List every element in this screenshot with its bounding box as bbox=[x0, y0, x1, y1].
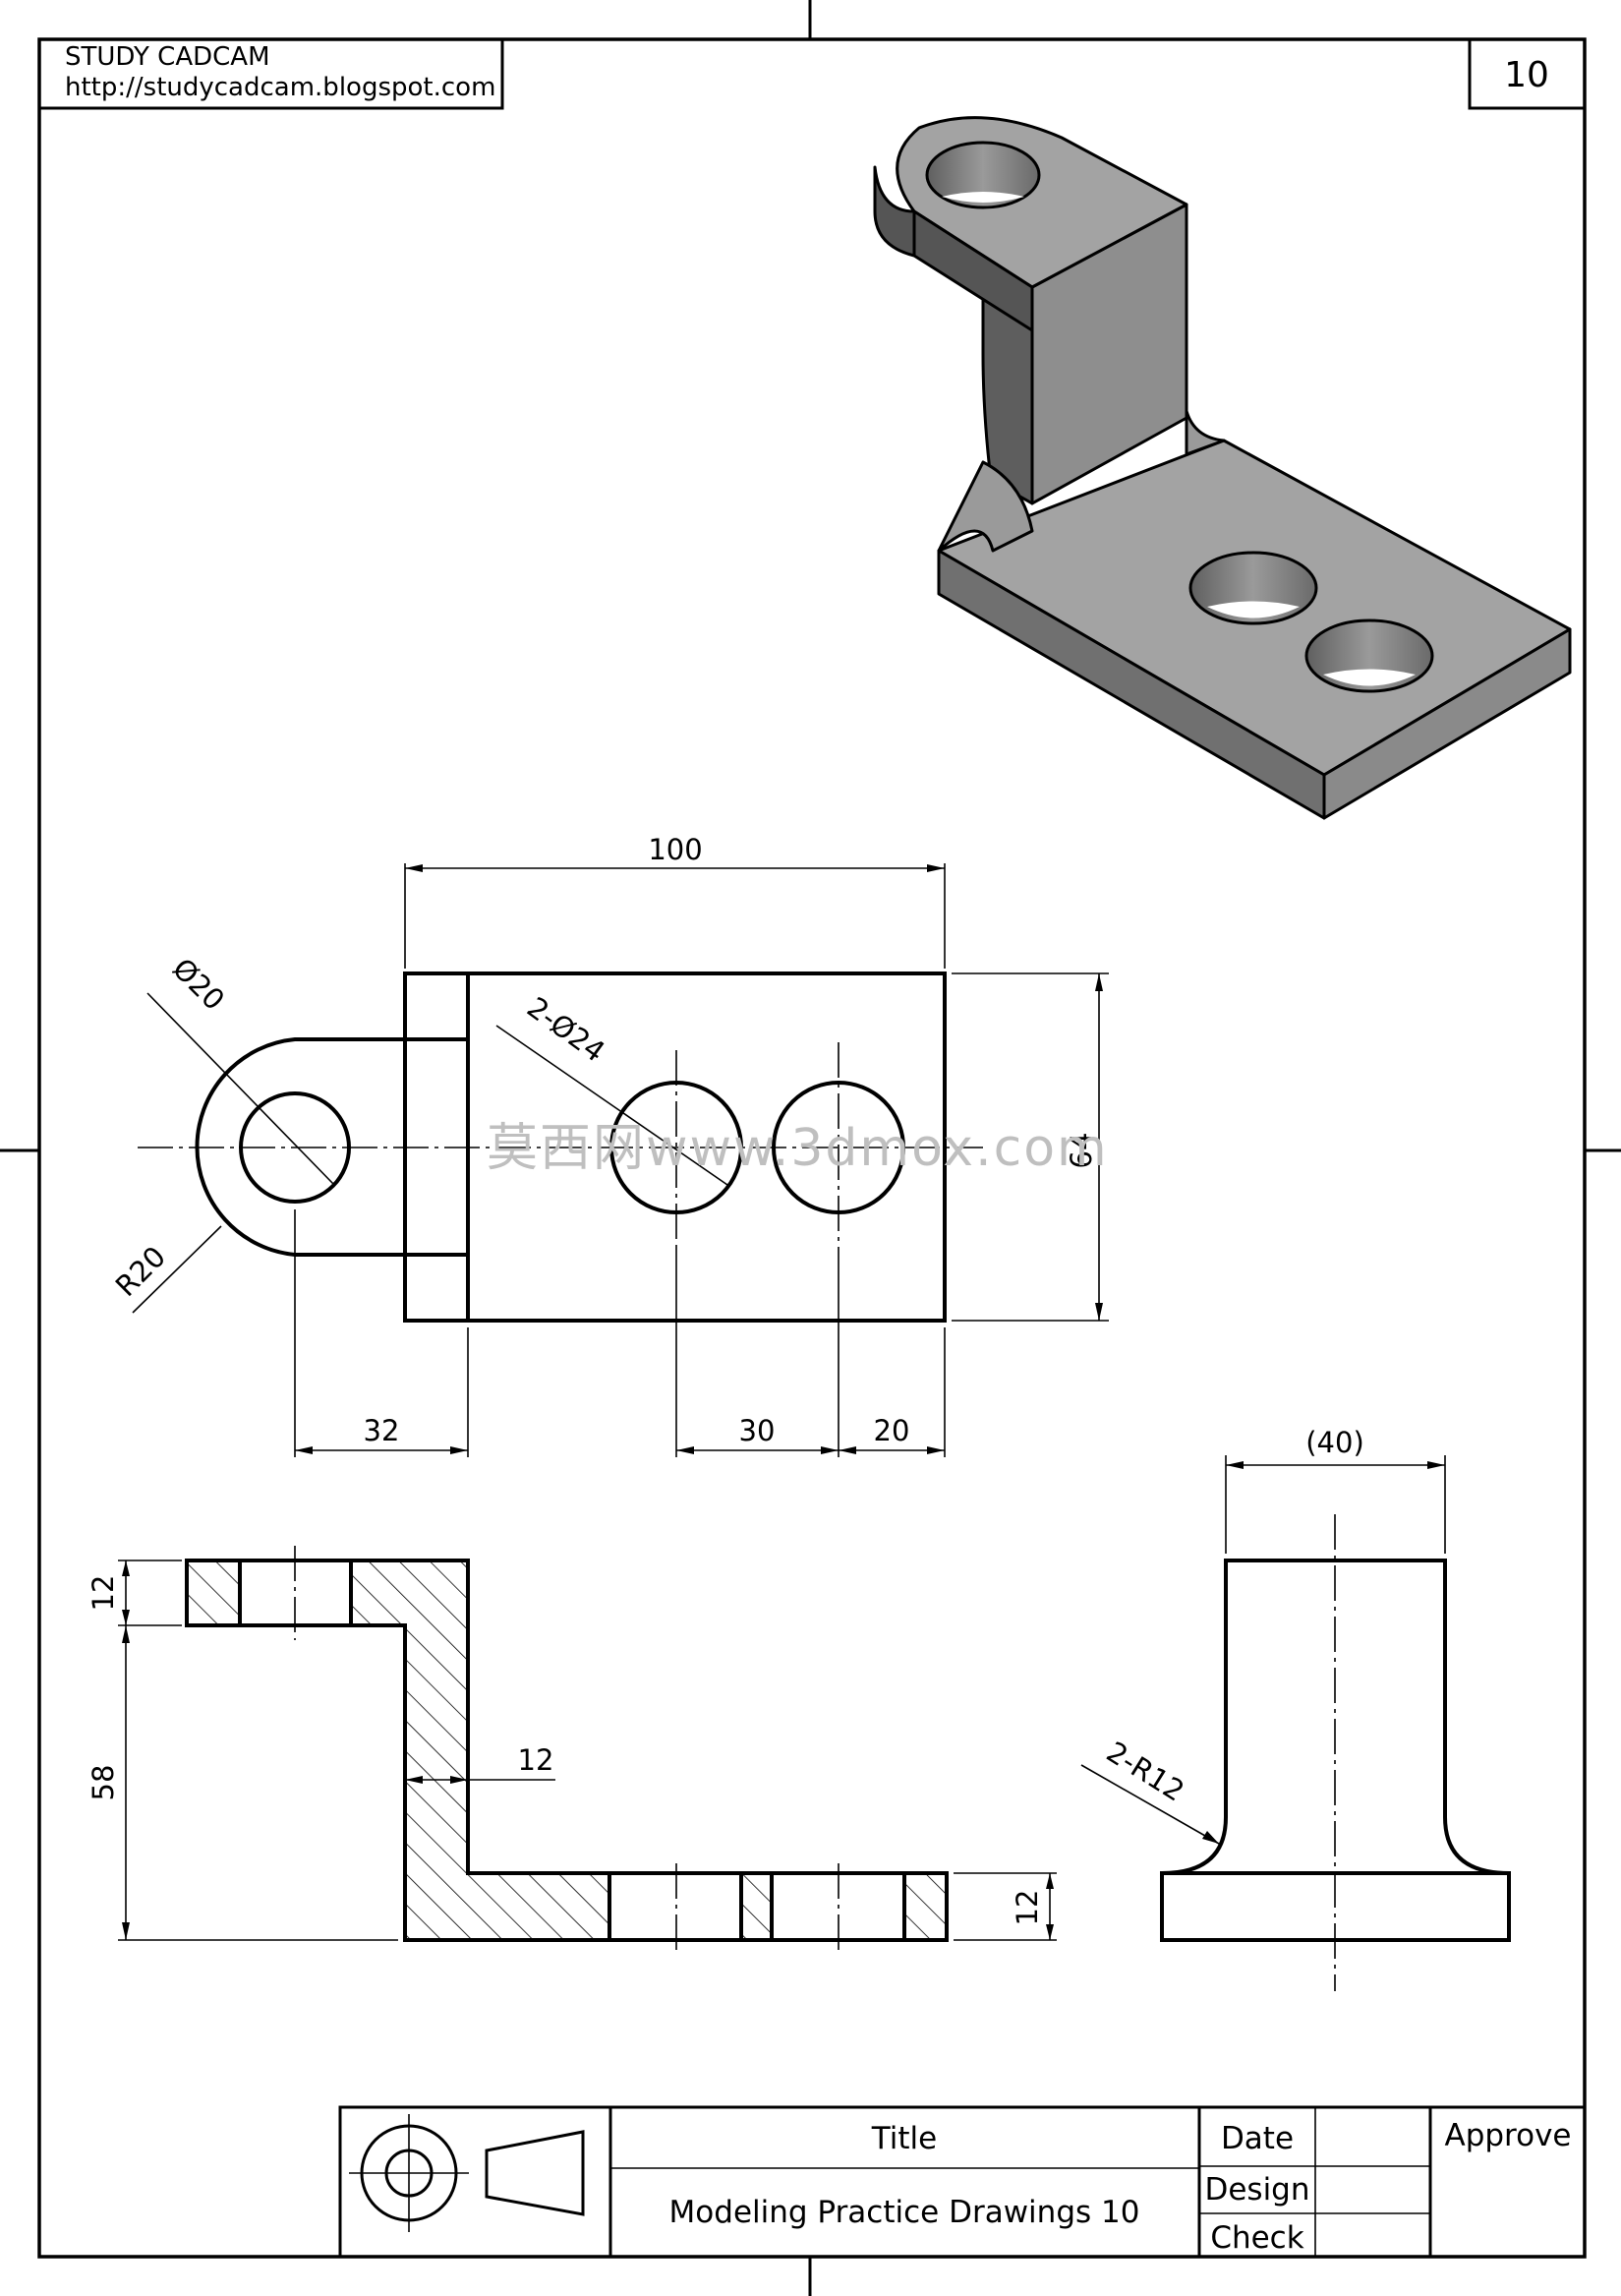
watermark: 莫西网www.3dmox.com bbox=[487, 1119, 1109, 1178]
dim-base-thickness: 12 bbox=[1011, 1890, 1044, 1926]
brand-text: STUDY CADCAM bbox=[65, 42, 270, 72]
wall-fillet-left bbox=[937, 460, 1034, 553]
check-label: Check bbox=[1210, 2220, 1303, 2256]
dim-boss-hole: Ø20 bbox=[166, 952, 231, 1017]
blog-url: http://studycadcam.blogspot.com bbox=[65, 73, 495, 102]
dim-holes: 2-Ø24 bbox=[521, 990, 611, 1069]
dim-boss-radius: R20 bbox=[109, 1240, 172, 1303]
design-label: Design bbox=[1204, 2172, 1309, 2208]
side-view: (40) 2-R12 bbox=[1080, 1426, 1511, 1991]
front-view: 12 58 12 12 bbox=[87, 1546, 1057, 1950]
isometric-view bbox=[873, 116, 1572, 820]
dim-wall-thickness: 12 bbox=[518, 1743, 554, 1777]
top-plate-front-face bbox=[873, 165, 1034, 332]
section-outline bbox=[185, 1559, 949, 1942]
dim-top-thickness: 12 bbox=[87, 1575, 120, 1612]
base-right-face bbox=[1322, 627, 1572, 820]
approve-label: Approve bbox=[1444, 2118, 1571, 2153]
header-brand-box: STUDY CADCAM http://studycadcam.blogspot… bbox=[37, 37, 504, 110]
dim-hole-pitch: 30 bbox=[739, 1414, 776, 1447]
sheet-number-box: 10 bbox=[1468, 37, 1587, 110]
dim-boss-offset: 32 bbox=[364, 1414, 400, 1447]
dim-width-ref: (40) bbox=[1305, 1426, 1364, 1459]
projection-symbol-icon bbox=[349, 2114, 585, 2232]
title-block: Title Modeling Practice Drawings 10 Date… bbox=[338, 2105, 1587, 2259]
top-plate-hole bbox=[925, 141, 1041, 209]
date-label: Date bbox=[1221, 2121, 1294, 2156]
drawing-title: Modeling Practice Drawings 10 bbox=[669, 2195, 1140, 2230]
dim-overall-length: 100 bbox=[648, 833, 702, 866]
wall-fillet-right bbox=[1185, 409, 1226, 456]
dim-hole-edge: 20 bbox=[874, 1414, 910, 1447]
title-label: Title bbox=[871, 2121, 937, 2156]
dim-height: 58 bbox=[87, 1765, 120, 1801]
dim-width: 64 bbox=[1065, 1133, 1098, 1169]
side-outline bbox=[1160, 1559, 1511, 1942]
sheet-number: 10 bbox=[1504, 55, 1549, 95]
dim-fillets: 2-R12 bbox=[1101, 1735, 1190, 1807]
